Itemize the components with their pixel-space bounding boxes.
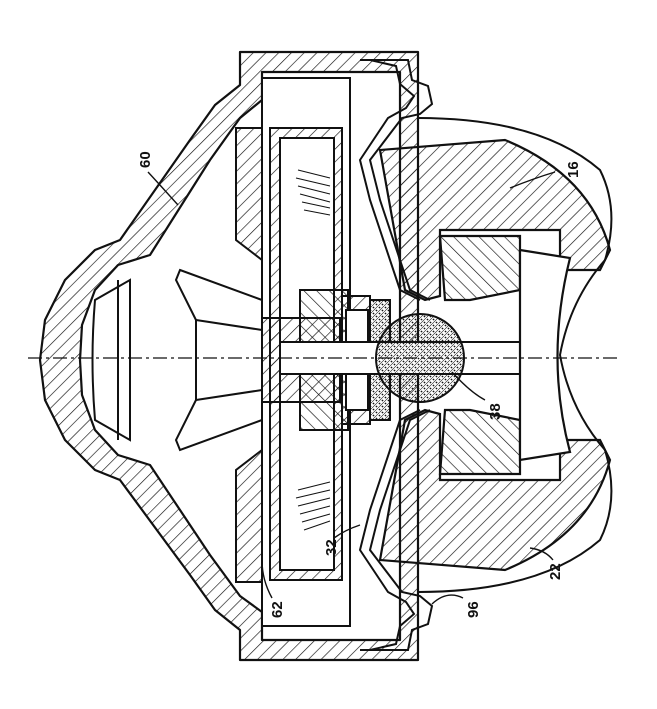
reference-labels: 60 16 38 32 62 96 22 [137,151,582,618]
label-32: 32 [323,539,340,556]
leader-lines [147,171,556,605]
label-60: 60 [137,151,154,168]
label-62: 62 [269,601,286,618]
label-16: 16 [565,161,582,178]
outer-cap-skin [417,117,613,593]
diaphragm [358,59,434,651]
dome-cap [91,278,131,442]
spring-funnel [174,268,263,452]
label-96: 96 [465,601,482,618]
label-22: 22 [547,563,564,580]
label-38: 38 [487,403,504,420]
coil-shading [295,169,331,531]
piston-cup [378,138,612,572]
